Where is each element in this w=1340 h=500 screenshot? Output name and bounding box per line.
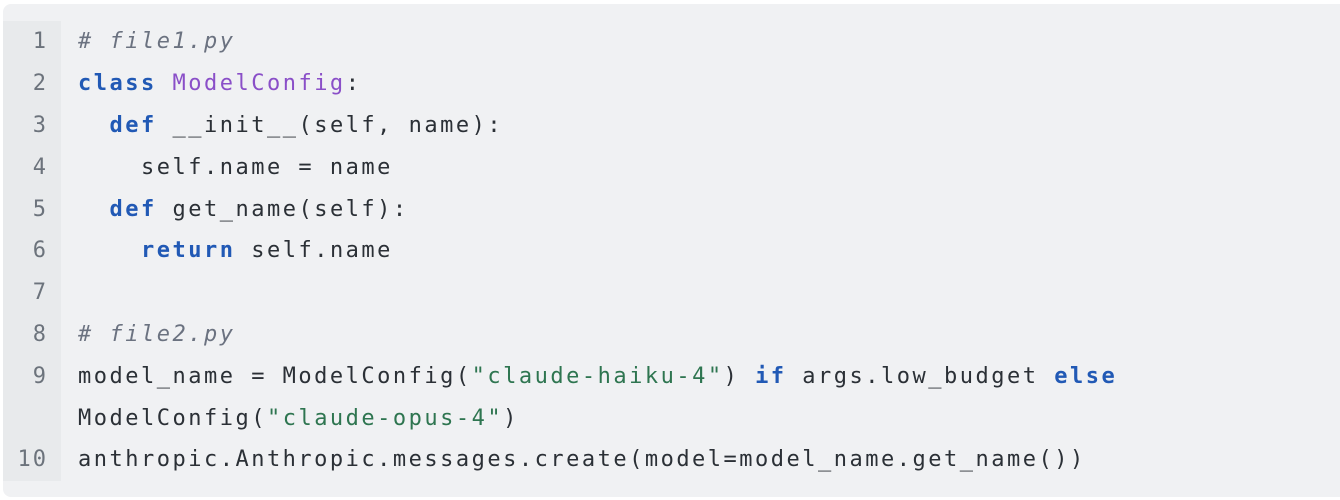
line-number: 8 — [3, 313, 61, 356]
code-token-plain: args.low_budget — [786, 363, 1055, 389]
code-line-content: self.name = name — [61, 155, 1340, 180]
line-number: 2 — [3, 62, 61, 105]
code-line: 4 self.name = name — [3, 146, 1340, 189]
code-line: 7 — [3, 271, 1340, 314]
line-number: 6 — [3, 229, 61, 272]
code-token-string: "claude-haiku-4" — [471, 363, 724, 389]
code-token-plain: get_name(self): — [156, 196, 409, 222]
code-token-plain: self.name = name — [78, 154, 393, 180]
code-token-comment: # file2.py — [78, 321, 236, 347]
code-token-plain — [78, 197, 110, 222]
code-token-plain — [78, 238, 141, 263]
line-number: 7 — [3, 271, 61, 314]
code-token-plain: anthropic.Anthropic.messages.create(mode… — [78, 447, 1086, 473]
line-number: 1 — [3, 21, 61, 63]
code-line-content: anthropic.Anthropic.messages.create(mode… — [61, 447, 1340, 472]
code-line-content: def __init__(self, name): — [61, 113, 1340, 138]
line-number: 4 — [3, 146, 61, 189]
code-token-string: "claude-opus-4" — [266, 405, 504, 431]
code-token-plain: __init__(self, name): — [156, 112, 504, 138]
code-line-content: ModelConfig("claude-opus-4") — [61, 406, 1340, 431]
code-token-plain: self.name — [235, 238, 393, 264]
line-number — [3, 397, 61, 439]
code-line-content: def get_name(self): — [61, 197, 1340, 222]
code-token-keyword: if — [755, 363, 787, 389]
code-token-plain — [157, 71, 173, 96]
code-line-wrap: ModelConfig("claude-opus-4") — [3, 397, 1340, 439]
code-token-keyword: else — [1054, 363, 1118, 389]
line-number: 3 — [3, 104, 61, 147]
line-number: 10 — [3, 438, 61, 481]
code-token-comment: # file1.py — [78, 29, 236, 55]
code-token-keyword: def — [109, 196, 157, 222]
code-token-plain — [78, 113, 110, 138]
code-line-content: # file2.py — [61, 322, 1340, 347]
code-token-keyword: class — [78, 71, 157, 97]
code-token-keyword: def — [109, 112, 157, 138]
code-token-plain: : — [345, 71, 362, 97]
code-token-classname: ModelConfig — [172, 71, 346, 97]
code-line-content: class ModelConfig: — [61, 71, 1340, 96]
code-line: 5 def get_name(self): — [3, 188, 1340, 230]
line-number: 9 — [3, 355, 61, 398]
code-line: 8 # file2.py — [3, 313, 1340, 356]
code-line: 3 def __init__(self, name): — [3, 104, 1340, 147]
line-number: 5 — [3, 188, 61, 230]
code-token-plain: ModelConfig( — [78, 405, 267, 431]
code-token-keyword: return — [140, 238, 236, 264]
code-line-content: return self.name — [61, 238, 1340, 263]
code-line: 10 anthropic.Anthropic.messages.create(mo… — [3, 438, 1340, 481]
code-token-plain: ) — [503, 405, 519, 431]
code-line-content: model_name = ModelConfig("claude-haiku-4… — [61, 364, 1340, 389]
code-line: 6 return self.name — [3, 229, 1340, 272]
code-token-plain: ) — [723, 363, 756, 389]
code-line-content: # file1.py — [61, 29, 1340, 54]
code-token-plain: model_name = ModelConfig( — [78, 363, 472, 389]
code-line: 1 # file1.py — [3, 21, 1340, 63]
